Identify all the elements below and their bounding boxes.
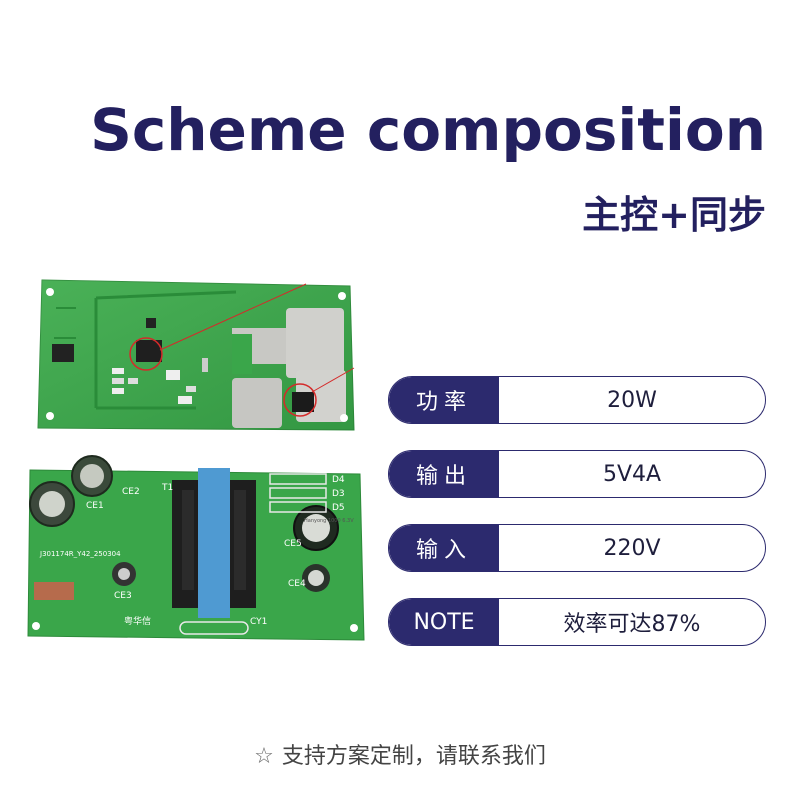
spec-row-power: 功率 20W	[388, 376, 766, 424]
pcb-label-d3: D3	[332, 489, 345, 499]
spec-row-input: 输入 220V	[388, 524, 766, 572]
pcb-label-ce1: CE1	[86, 501, 104, 511]
spec-label: NOTE	[389, 599, 499, 645]
pcb-solder-side-image	[37, 279, 355, 431]
spec-label: 输出	[389, 451, 499, 497]
pcb-code-label: J301174R_Y42_250304	[39, 550, 121, 558]
pcb-label-ce4: CE4	[288, 579, 306, 589]
footer-text: 支持方案定制，请联系我们	[281, 744, 546, 769]
pcb-label-ce3: CE3	[114, 591, 132, 601]
footer-contact: ☆ 支持方案定制，请联系我们	[0, 738, 800, 770]
spec-row-note: NOTE 效率可达87%	[388, 598, 766, 646]
pcb-label-d4: D4	[332, 475, 345, 485]
spec-row-output: 输出 5V4A	[388, 450, 766, 498]
star-icon: ☆	[254, 744, 274, 769]
spec-value: 5V4A	[602, 461, 662, 487]
pcb-label-ce2: CE2	[122, 487, 140, 497]
page-subtitle: 主控+同步	[582, 193, 766, 237]
pcb-cap-text: Hanyong 1000 6.3V	[304, 518, 354, 524]
spec-label: 输入	[389, 525, 499, 571]
spec-value: 20W	[607, 387, 657, 413]
spec-value: 效率可达87%	[563, 612, 701, 637]
pcb-brand-label: 粤华信	[124, 615, 151, 627]
page-title: Scheme composition	[90, 96, 766, 164]
pcb-label-cy1: CY1	[250, 617, 267, 627]
pcb-component-side-image: CE2 CE1 T1 D4 D3 D5 CE5 CE4 CE3 CY1 粤华信 …	[27, 455, 365, 641]
spec-label: 功率	[389, 377, 499, 423]
spec-value: 220V	[603, 535, 661, 561]
pcb-label-d5: D5	[332, 503, 345, 513]
pcb-label-t1: T1	[161, 483, 173, 493]
pcb-label-ce5: CE5	[284, 539, 302, 549]
